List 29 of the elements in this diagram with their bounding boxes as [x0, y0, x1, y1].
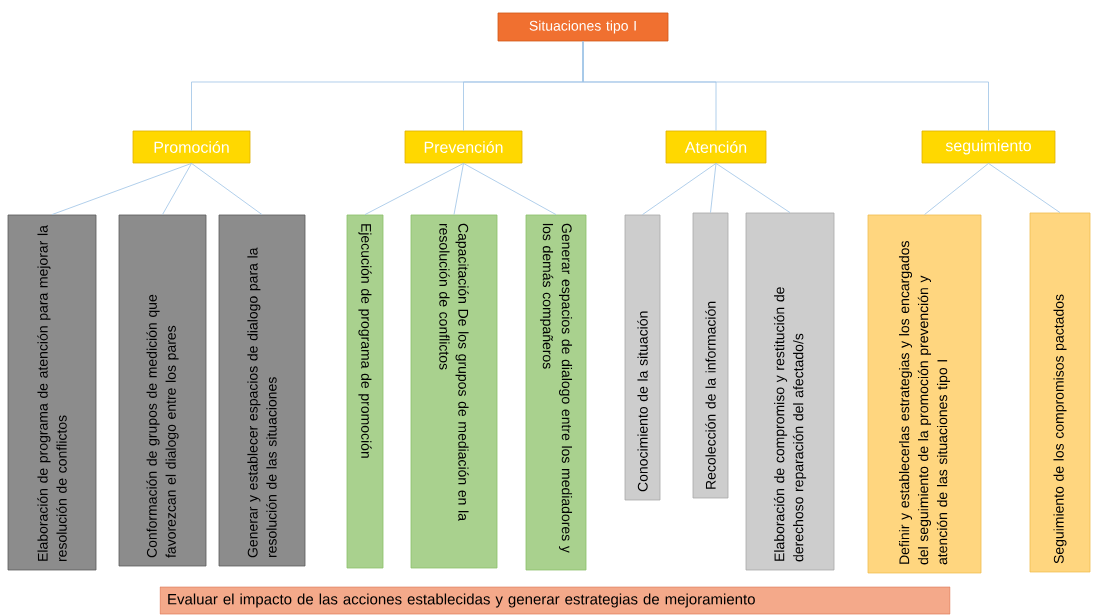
- connector-line: [51, 163, 192, 215]
- task-box: Generar y establecer espacios de dialogo para la resolución de las situaciones: [218, 214, 306, 567]
- category-box: Atención: [665, 130, 767, 164]
- task-box: Capacitación De los grupos de mediación en la resolución de conflictos: [410, 214, 498, 569]
- task-box: Elaboración de compromiso y restitución de derechoso reparación del afectado/s: [745, 212, 835, 571]
- task-box: Definir y establecerlas estrategias y los encargados del seguimiento de la promoción prevención y atención de las situaciones tipo I: [867, 214, 982, 574]
- task-box: Conformación de grupos de medición que favorezcan el dialogo entre los pares: [118, 214, 207, 567]
- connector-line: [715, 163, 791, 213]
- task-box: Recolección de la información: [692, 212, 729, 499]
- connector-line: [191, 163, 263, 215]
- task-box: Ejecución de programa de promoción: [346, 214, 384, 569]
- category-box: Promoción: [132, 130, 251, 164]
- task-box: Generar espacios de dialogo entre los mediadores y los demás compañeros: [525, 214, 587, 571]
- footer-box: Evaluar el impacto de las acciones establecidas y generar estrategias de mejoramiento: [159, 586, 951, 615]
- task-box: Conocimiento de la situación: [624, 214, 661, 501]
- connector-line: [453, 163, 464, 215]
- connector-line: [924, 163, 989, 215]
- task-box: Elaboración de programa de atención para mejorar la resolución de conflictos: [7, 214, 97, 571]
- category-box: seguimiento: [921, 130, 1056, 164]
- connector-line: [364, 163, 464, 215]
- connector-line: [582, 41, 989, 131]
- connector-line: [162, 163, 192, 215]
- category-box: Prevención: [404, 130, 523, 164]
- heading-box: Situaciones tipo I: [497, 12, 669, 42]
- connector-line: [988, 163, 1061, 213]
- connector-line: [710, 163, 717, 213]
- task-box: Seguimiento de los compromisos pactados: [1029, 212, 1091, 573]
- connector-line: [463, 163, 557, 215]
- connector-line: [642, 163, 717, 215]
